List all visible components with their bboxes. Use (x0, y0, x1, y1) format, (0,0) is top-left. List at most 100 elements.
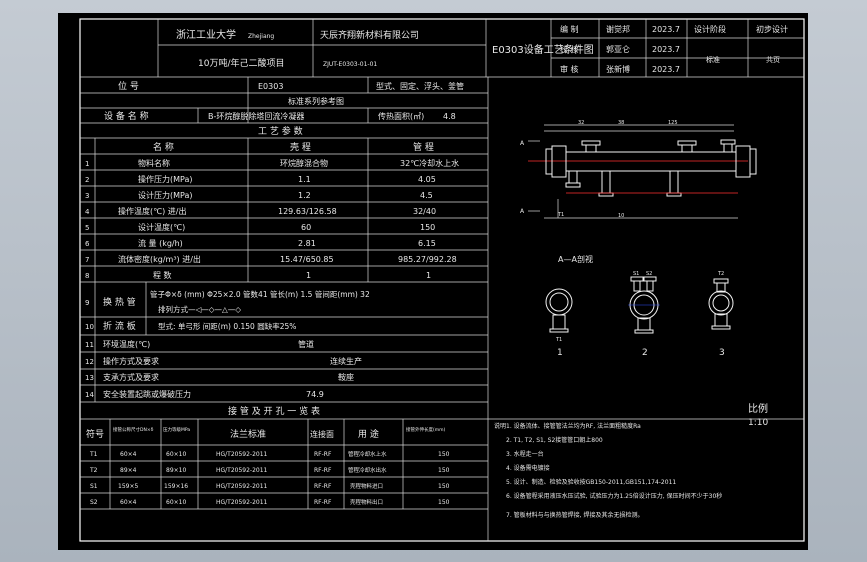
note-3: 3. 水程走一台 (506, 450, 544, 458)
row-3-name: 设计压力(MPa) (138, 190, 193, 200)
r11-no: 11 (85, 341, 94, 349)
note-2: 2. T1, T2, S1, S2接管管口朝上800 (506, 436, 603, 444)
notes-block: 比例 1:10 说明1. 设备流体、接管管法兰均为RF, 法兰面粗糙度Ra 2.… (488, 402, 804, 519)
section-view-3: T2 3 (708, 271, 734, 358)
nozzle-row-s2: S2 60×4 60×10 HG/T20592-2011 RF-RF 壳程物料出… (90, 498, 450, 506)
process-header: 工 艺 参 数 (258, 125, 303, 137)
nz-rating: 60×10 (166, 499, 186, 506)
stage-label: 设计阶段 (694, 24, 726, 34)
nz-face: RF-RF (314, 499, 332, 506)
row-6-name: 流 量 (kg/h) (138, 238, 183, 248)
nozzle-header: 接 管 及 开 孔 一 览 表 (228, 405, 320, 417)
row-6-shell: 2.81 (298, 239, 316, 248)
area-value: 4.8 (443, 112, 456, 121)
title-block: 浙江工业大学 Zhejiang 天辰齐翔新材料有限公司 10万吨/年己二酸项目 … (80, 19, 804, 78)
col-tube-header: 管 程 (413, 141, 434, 153)
nz-col-sym: 符号 (86, 428, 104, 440)
row-3-no: 3 (85, 192, 89, 200)
drawing-sheet: 浙江工业大学 Zhejiang 天辰齐翔新材料有限公司 10万吨/年己二酸项目 … (58, 13, 808, 550)
nz-sym: S2 (90, 499, 98, 506)
nz-col-use: 用 途 (358, 428, 379, 440)
nz-use: 管程冷却水出水 (348, 466, 387, 474)
row-4-name: 操作温度(℃) 进/出 (118, 206, 186, 216)
hx-spec: 管子Φ×δ (mm) Φ25×2.0 管数41 管长(m) 1.5 管间距(mm… (150, 289, 370, 299)
r12-value: 连续生产 (330, 356, 362, 366)
row-8-tube: 1 (426, 271, 431, 280)
r13-no: 13 (85, 374, 94, 382)
nz-std: HG/T20592-2011 (216, 467, 268, 474)
nz-std: HG/T20592-2011 (216, 483, 268, 490)
nz-size: 159×5 (118, 483, 138, 490)
r11-label: 环境温度(℃) (103, 339, 150, 349)
row-2-tube: 4.05 (418, 175, 436, 184)
dim-top-1: 32 (578, 120, 584, 126)
tag-s2-section: S2 (646, 271, 652, 277)
nz-col-len: 接管外伸长度(mm) (406, 426, 446, 433)
nozzle-row-t2: T2 89×4 89×10 HG/T20592-2011 RF-RF 管程冷却水… (89, 466, 450, 474)
ratio-value: 共页 (766, 55, 780, 64)
dim-bottom: 10 (618, 213, 624, 219)
nz-sym: T1 (89, 451, 98, 458)
r14-no: 14 (85, 391, 94, 399)
nz-sym: T2 (89, 467, 98, 474)
nz-col-rating: 压力等级MPa (163, 426, 190, 433)
row-1-tube: 32℃冷却水上水 (400, 158, 459, 168)
baffle-spec: 型式: 单弓形 间距(m) 0.150 圆缺率25% (158, 321, 296, 331)
section-label: A—A剖视 (558, 254, 593, 264)
nz-size: 60×4 (120, 499, 137, 506)
role-checker: 校 核 (560, 44, 579, 54)
role-approver: 审 核 (560, 64, 579, 74)
row-8-name: 程 数 (153, 270, 172, 280)
date-approver: 2023.7 (652, 65, 680, 74)
nz-len: 150 (438, 451, 450, 458)
col-shell-header: 壳 程 (290, 141, 311, 153)
project-name: 10万吨/年己二酸项目 (198, 57, 285, 69)
section-mark-a-top: A (520, 140, 525, 147)
nz-face: RF-RF (314, 467, 332, 474)
row-5-no: 5 (85, 224, 89, 232)
section-num-1: 1 (557, 348, 563, 358)
nz-rating: 60×10 (166, 451, 186, 458)
date-drafter: 2023.7 (652, 25, 680, 34)
note-6: 6. 设备管程采用液压水压试验, 试验压力为1.25倍设计压力, 保压时间不少于… (506, 492, 722, 500)
process-rows: 1 物料名称 环烷醇混合物 32℃冷却水上水 2 操作压力(MPa) 1.1 4… (85, 158, 459, 280)
spec-table: 位 号 E0303 型式、固定、浮头、釜管 标准系列参考图 设 备 名 称 B-… (80, 77, 489, 420)
row-4-tube: 32/40 (413, 207, 436, 216)
dim-top-3: 125 (668, 120, 678, 126)
nz-len: 150 (438, 499, 450, 506)
row-2-no: 2 (85, 176, 89, 184)
row-7-no: 7 (85, 256, 89, 264)
row-4-no: 4 (85, 208, 90, 216)
date-checker: 2023.7 (652, 45, 680, 54)
row-3-tube: 4.5 (420, 191, 433, 200)
nz-use: 壳程物料出口 (350, 498, 383, 506)
note-1: 说明1. 设备流体、接管管法兰均为RF, 法兰面粗糙度Ra (494, 422, 641, 430)
section-num-2: 2 (642, 348, 648, 358)
role-drafter: 编 制 (560, 24, 579, 34)
r13-label: 支承方式及要求 (103, 372, 159, 382)
r14-label: 安全装置起跳或爆破压力 (103, 389, 191, 399)
row-8-shell: 1 (306, 271, 311, 280)
r14-value: 74.9 (306, 390, 324, 399)
type-label: 型式、固定、浮头、釜管 (376, 81, 464, 91)
nz-size: 89×4 (120, 467, 137, 474)
row-2-name: 操作压力(MPa) (138, 174, 193, 184)
nozzle-row-s1: S1 159×5 159×16 HG/T20592-2011 RF-RF 壳程物… (90, 482, 450, 490)
section-num-3: 3 (719, 348, 725, 358)
nozzle-table: 符号 接管公称尺寸DN×δ 压力等级MPa 法兰标准 连接面 用 途 接管外伸长… (80, 419, 489, 541)
scale-value: 1:10 (748, 418, 768, 428)
baffle-label: 折 流 板 (103, 320, 136, 332)
nz-size: 60×4 (120, 451, 137, 458)
row-8-no: 8 (85, 272, 89, 280)
r12-label: 操作方式及要求 (103, 356, 159, 366)
drawing-svg: 浙江工业大学 Zhejiang 天辰齐翔新材料有限公司 10万吨/年己二酸项目 … (79, 18, 805, 542)
sheet-border (79, 18, 805, 542)
note-4: 4. 设备需电镀接 (506, 464, 550, 472)
nz-sym: S1 (90, 483, 98, 490)
row-5-name: 设计温度(℃) (138, 222, 185, 232)
r11-value: 管道 (298, 339, 314, 349)
nz-col-size: 接管公称尺寸DN×δ (113, 426, 154, 433)
section-view-1: T1 1 (545, 288, 573, 358)
drawing-title: E0303设备工艺条件图 (492, 43, 594, 56)
